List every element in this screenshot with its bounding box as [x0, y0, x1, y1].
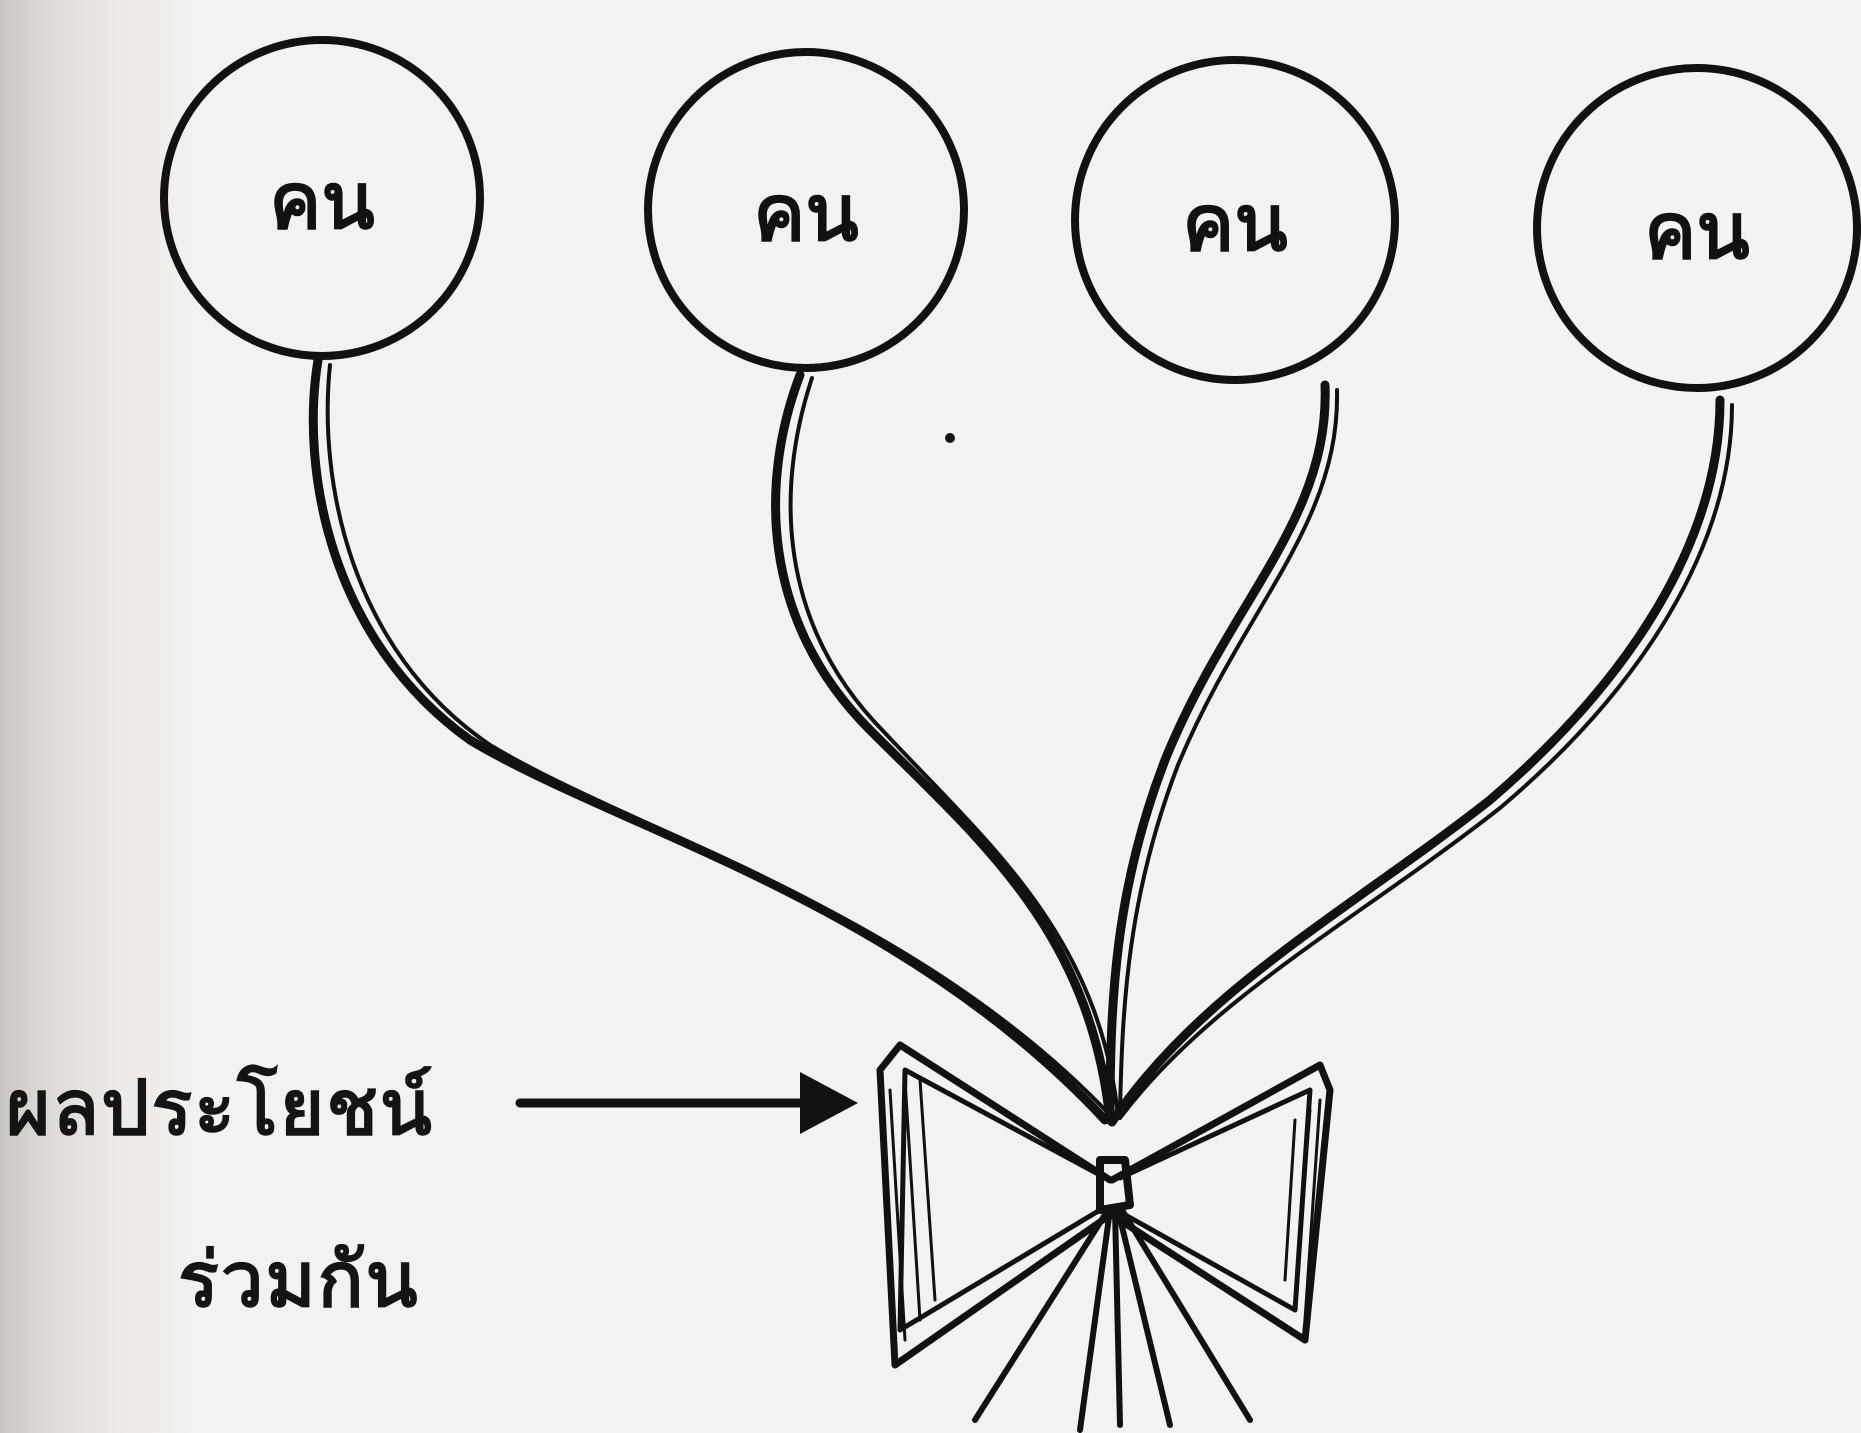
balloon-3-label: คน	[1182, 179, 1288, 269]
string-2	[776, 375, 1110, 1120]
balloon-2: คน	[648, 52, 964, 368]
caption-shared-benefit-line2: ร่วมกัน	[178, 1220, 420, 1340]
balloon-3: คน	[1075, 60, 1395, 380]
caption-shared-benefit-line1: ผลประโยชน์	[6, 1048, 434, 1168]
string-1-shadow	[328, 365, 1110, 1115]
balloon-strings	[313, 360, 1732, 1122]
balloon-1: คน	[164, 40, 480, 356]
caption-arrow	[520, 1072, 858, 1134]
balloon-1-label: คน	[269, 157, 375, 247]
string-2-shadow	[791, 378, 1118, 1115]
bow-left-hatch	[890, 1080, 935, 1340]
bow-center	[1100, 1160, 1130, 1210]
arrow-head	[800, 1072, 858, 1134]
balloon-2-label: คน	[753, 169, 859, 259]
balloon-4-label: คน	[1644, 187, 1750, 277]
stray-dot	[945, 433, 955, 443]
balloon-4: คน	[1537, 68, 1857, 388]
bow-end-3	[1115, 1210, 1120, 1425]
string-4	[1112, 400, 1720, 1122]
